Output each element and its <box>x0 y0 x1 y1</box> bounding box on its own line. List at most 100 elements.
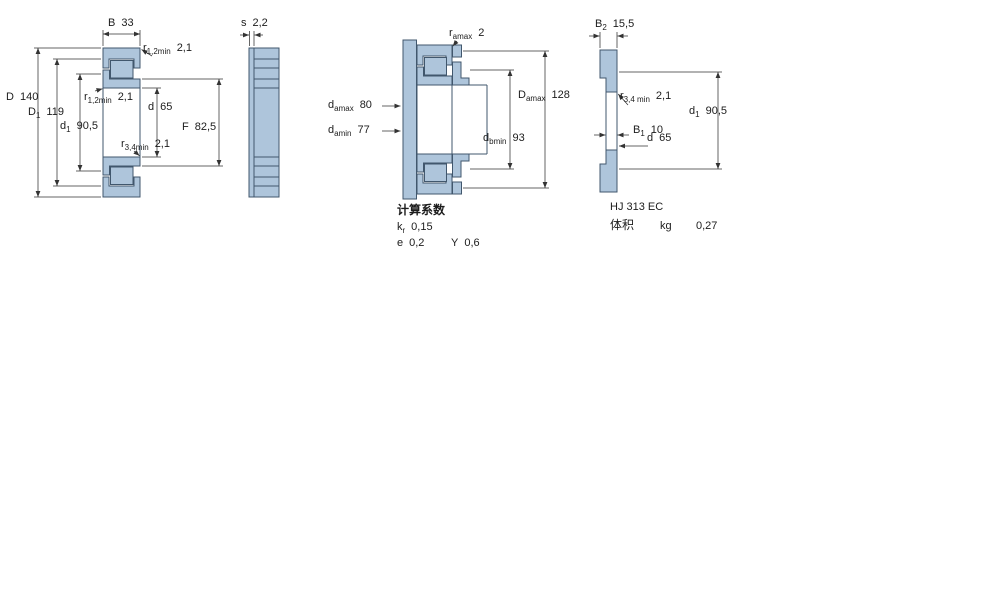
dim-value: 2,1 <box>154 138 170 150</box>
edge-lines <box>102 48 618 197</box>
angle-ring-section-top <box>599 49 618 93</box>
dim-value: 2 <box>478 27 485 39</box>
dim-subscript: 1 <box>66 125 71 135</box>
angle-ring-section-bottom <box>599 149 618 193</box>
dim-symbol: e <box>397 237 404 249</box>
housing-shoulder-bottom <box>452 181 462 195</box>
roller-section-bottom <box>110 166 134 185</box>
dim-value: 2,1 <box>655 90 672 102</box>
angle-ring-designation: HJ 313 EC <box>610 201 664 213</box>
dim-value: 0,6 <box>464 237 480 249</box>
dim-symbol: D <box>518 89 526 101</box>
dim-subscript: amax <box>525 94 546 104</box>
dim-symbol: B <box>633 124 641 136</box>
dim-subscript: 3,4min <box>124 143 149 153</box>
dim-subscript: 1 <box>35 111 41 121</box>
dim-label-ramax: ramax 2 <box>449 27 484 43</box>
dim-subscript: 1 <box>640 129 645 139</box>
steel-sections <box>102 39 618 200</box>
dim-subscript: 2 <box>602 23 607 33</box>
dim-value: 119 <box>46 106 64 118</box>
dim-label-d1-ring: d1 90,5 <box>689 105 727 121</box>
dim-label-damin: damin 77 <box>328 124 370 140</box>
dim-subscript: 1,2min <box>146 47 171 57</box>
calc-factor-e: e 0,2 <box>397 237 424 253</box>
dim-value: 82,5 <box>194 121 217 133</box>
dim-label-r12-top: r1,2min 2,1 <box>143 42 192 58</box>
dim-symbol: d <box>647 132 654 144</box>
abutment-shoulder-bar <box>402 39 417 200</box>
dim-value: 2,1 <box>176 42 192 54</box>
calc-factor-kr: kr 0,15 <box>397 221 433 237</box>
dim-value: 10 <box>650 124 664 136</box>
dim-label-D1: D1 119 <box>28 106 64 122</box>
angle-ring-mounted-top <box>452 61 470 86</box>
mass-label: 体积 <box>610 218 635 232</box>
dim-subscript: 1,2min <box>87 96 112 106</box>
dim-value: 2,2 <box>252 17 268 29</box>
dim-value: 65 <box>160 101 173 113</box>
angle-ring-mounted-bottom <box>452 153 470 178</box>
dim-value: 80 <box>359 99 372 111</box>
dim-symbol: r <box>449 27 453 39</box>
dim-symbol: d <box>328 124 335 136</box>
angle-ring-mass-row: 体积 kg 0,27 <box>610 219 717 232</box>
dim-value: 15,5 <box>612 18 635 30</box>
dim-symbol: r <box>84 91 88 103</box>
dim-label-d-ring: d 65 <box>647 132 671 148</box>
dim-label-B: B 33 <box>108 17 134 33</box>
dim-value: 77 <box>357 124 370 136</box>
dim-symbol: s <box>241 17 247 29</box>
mass-value: 0,27 <box>696 220 718 232</box>
dim-subscript: 1 <box>695 110 700 120</box>
dim-symbol: B <box>595 18 603 30</box>
dim-symbol: d <box>328 99 335 111</box>
dim-symbol: D <box>6 91 14 103</box>
dim-label-B2: B2 15,5 <box>595 18 634 34</box>
mounting-roller-bottom <box>424 163 447 182</box>
dim-value: 140 <box>19 91 39 103</box>
dim-value: 33 <box>121 17 134 29</box>
dim-value: 2,1 <box>117 91 133 103</box>
dim-symbol: r <box>620 90 624 102</box>
dim-symbol: B <box>108 17 116 29</box>
dim-label-d: d 65 <box>148 101 172 117</box>
dim-subscript: amax <box>452 32 473 42</box>
dim-label-B1: B1 10 <box>633 124 663 140</box>
dim-symbol: F <box>182 121 189 133</box>
dim-symbol: d <box>148 101 155 113</box>
calc-factors-title: 计算系数 <box>397 203 446 217</box>
dim-value: 65 <box>659 132 672 144</box>
dimension-lines <box>34 30 722 198</box>
roller-section-top <box>110 60 134 79</box>
calc-factor-Y: Y 0,6 <box>451 237 480 253</box>
dim-value: 128 <box>551 89 570 101</box>
dim-value: 0,2 <box>409 237 425 249</box>
dim-subscript: amin <box>334 129 352 139</box>
dim-label-damax: damax 80 <box>328 99 372 115</box>
dim-label-r12-mid: r1,2min 2,1 <box>84 91 133 107</box>
dim-subscript: r <box>402 226 406 236</box>
mass-unit: kg <box>660 220 672 232</box>
dim-label-F: F 82,5 <box>182 121 216 137</box>
dim-label-s: s 2,2 <box>241 17 268 33</box>
dim-symbol: d <box>689 105 696 117</box>
dim-value: 0,15 <box>411 221 433 233</box>
outer-ring-section-top <box>102 47 141 69</box>
dim-symbol: r <box>143 42 147 54</box>
dim-symbol: d <box>60 120 67 132</box>
housing-shoulder-top <box>452 44 462 58</box>
dim-symbol: r <box>121 138 125 150</box>
dim-subscript: amax <box>334 104 354 114</box>
dim-symbol: k <box>397 221 403 233</box>
outer-ring-section-bottom <box>102 176 141 198</box>
dim-symbol: D <box>28 106 36 118</box>
dim-label-D: D 140 <box>6 91 38 107</box>
dim-value: 90,5 <box>705 105 727 117</box>
dim-symbol: Y <box>451 237 459 249</box>
